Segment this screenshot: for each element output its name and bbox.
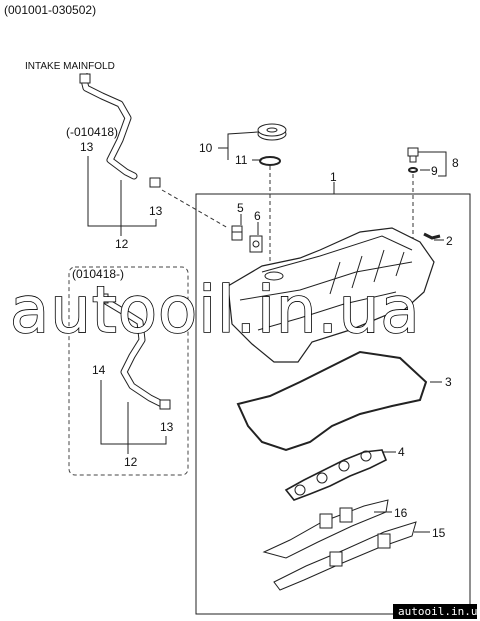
callout-13a: 13	[80, 140, 94, 154]
callout-5: 5	[237, 201, 244, 215]
footer-url: autooil.in.ua	[398, 605, 480, 618]
leader-8	[418, 151, 447, 177]
callout-8: 8	[452, 156, 459, 170]
callout-4: 4	[398, 445, 405, 459]
callout-16: 16	[394, 506, 408, 520]
baffle-part-15	[273, 521, 417, 591]
callout-1: 1	[330, 170, 337, 184]
diagram-code: (001001-030502)	[4, 3, 96, 17]
callout-2: 2	[446, 234, 453, 248]
sensor-part-6	[249, 235, 263, 253]
bolt-part-8	[407, 147, 419, 163]
range-label-a: (-010418)	[66, 125, 118, 139]
sensor-part-5	[231, 225, 243, 241]
callout-11: 11	[235, 153, 248, 167]
callout-12a: 12	[115, 237, 129, 251]
url-box	[393, 604, 477, 619]
oil-filler-cap	[257, 123, 287, 141]
callout-14: 14	[92, 363, 106, 377]
callout-13b: 13	[149, 204, 163, 218]
leader-10	[218, 131, 259, 149]
callout-15: 15	[432, 526, 446, 540]
breather-hose-upper	[79, 73, 161, 188]
plug-gasket	[284, 449, 388, 501]
leader-12b	[100, 380, 167, 445]
breather-hose-lower	[97, 293, 171, 410]
range-label-b: (010418-)	[72, 267, 124, 281]
callout-9: 9	[431, 164, 438, 178]
washer-part-9	[408, 167, 418, 173]
cylinder-head-cover	[227, 227, 435, 363]
cap-gasket	[259, 156, 281, 166]
callout-6: 6	[254, 209, 261, 223]
callout-10: 10	[199, 141, 213, 155]
leader-12a	[87, 156, 157, 227]
watermark-text: autooil.in.ua	[10, 274, 421, 348]
clip-part-2	[423, 232, 441, 240]
callout-13c: 13	[160, 420, 174, 434]
callout-3: 3	[445, 375, 452, 389]
dash-link-a	[161, 189, 229, 229]
variant-frame	[68, 266, 189, 476]
intake-label: INTAKE MAINFOLD	[25, 61, 115, 72]
callout-12b: 12	[124, 455, 138, 469]
cover-gasket	[236, 350, 428, 452]
baffle-part-16	[262, 499, 389, 559]
